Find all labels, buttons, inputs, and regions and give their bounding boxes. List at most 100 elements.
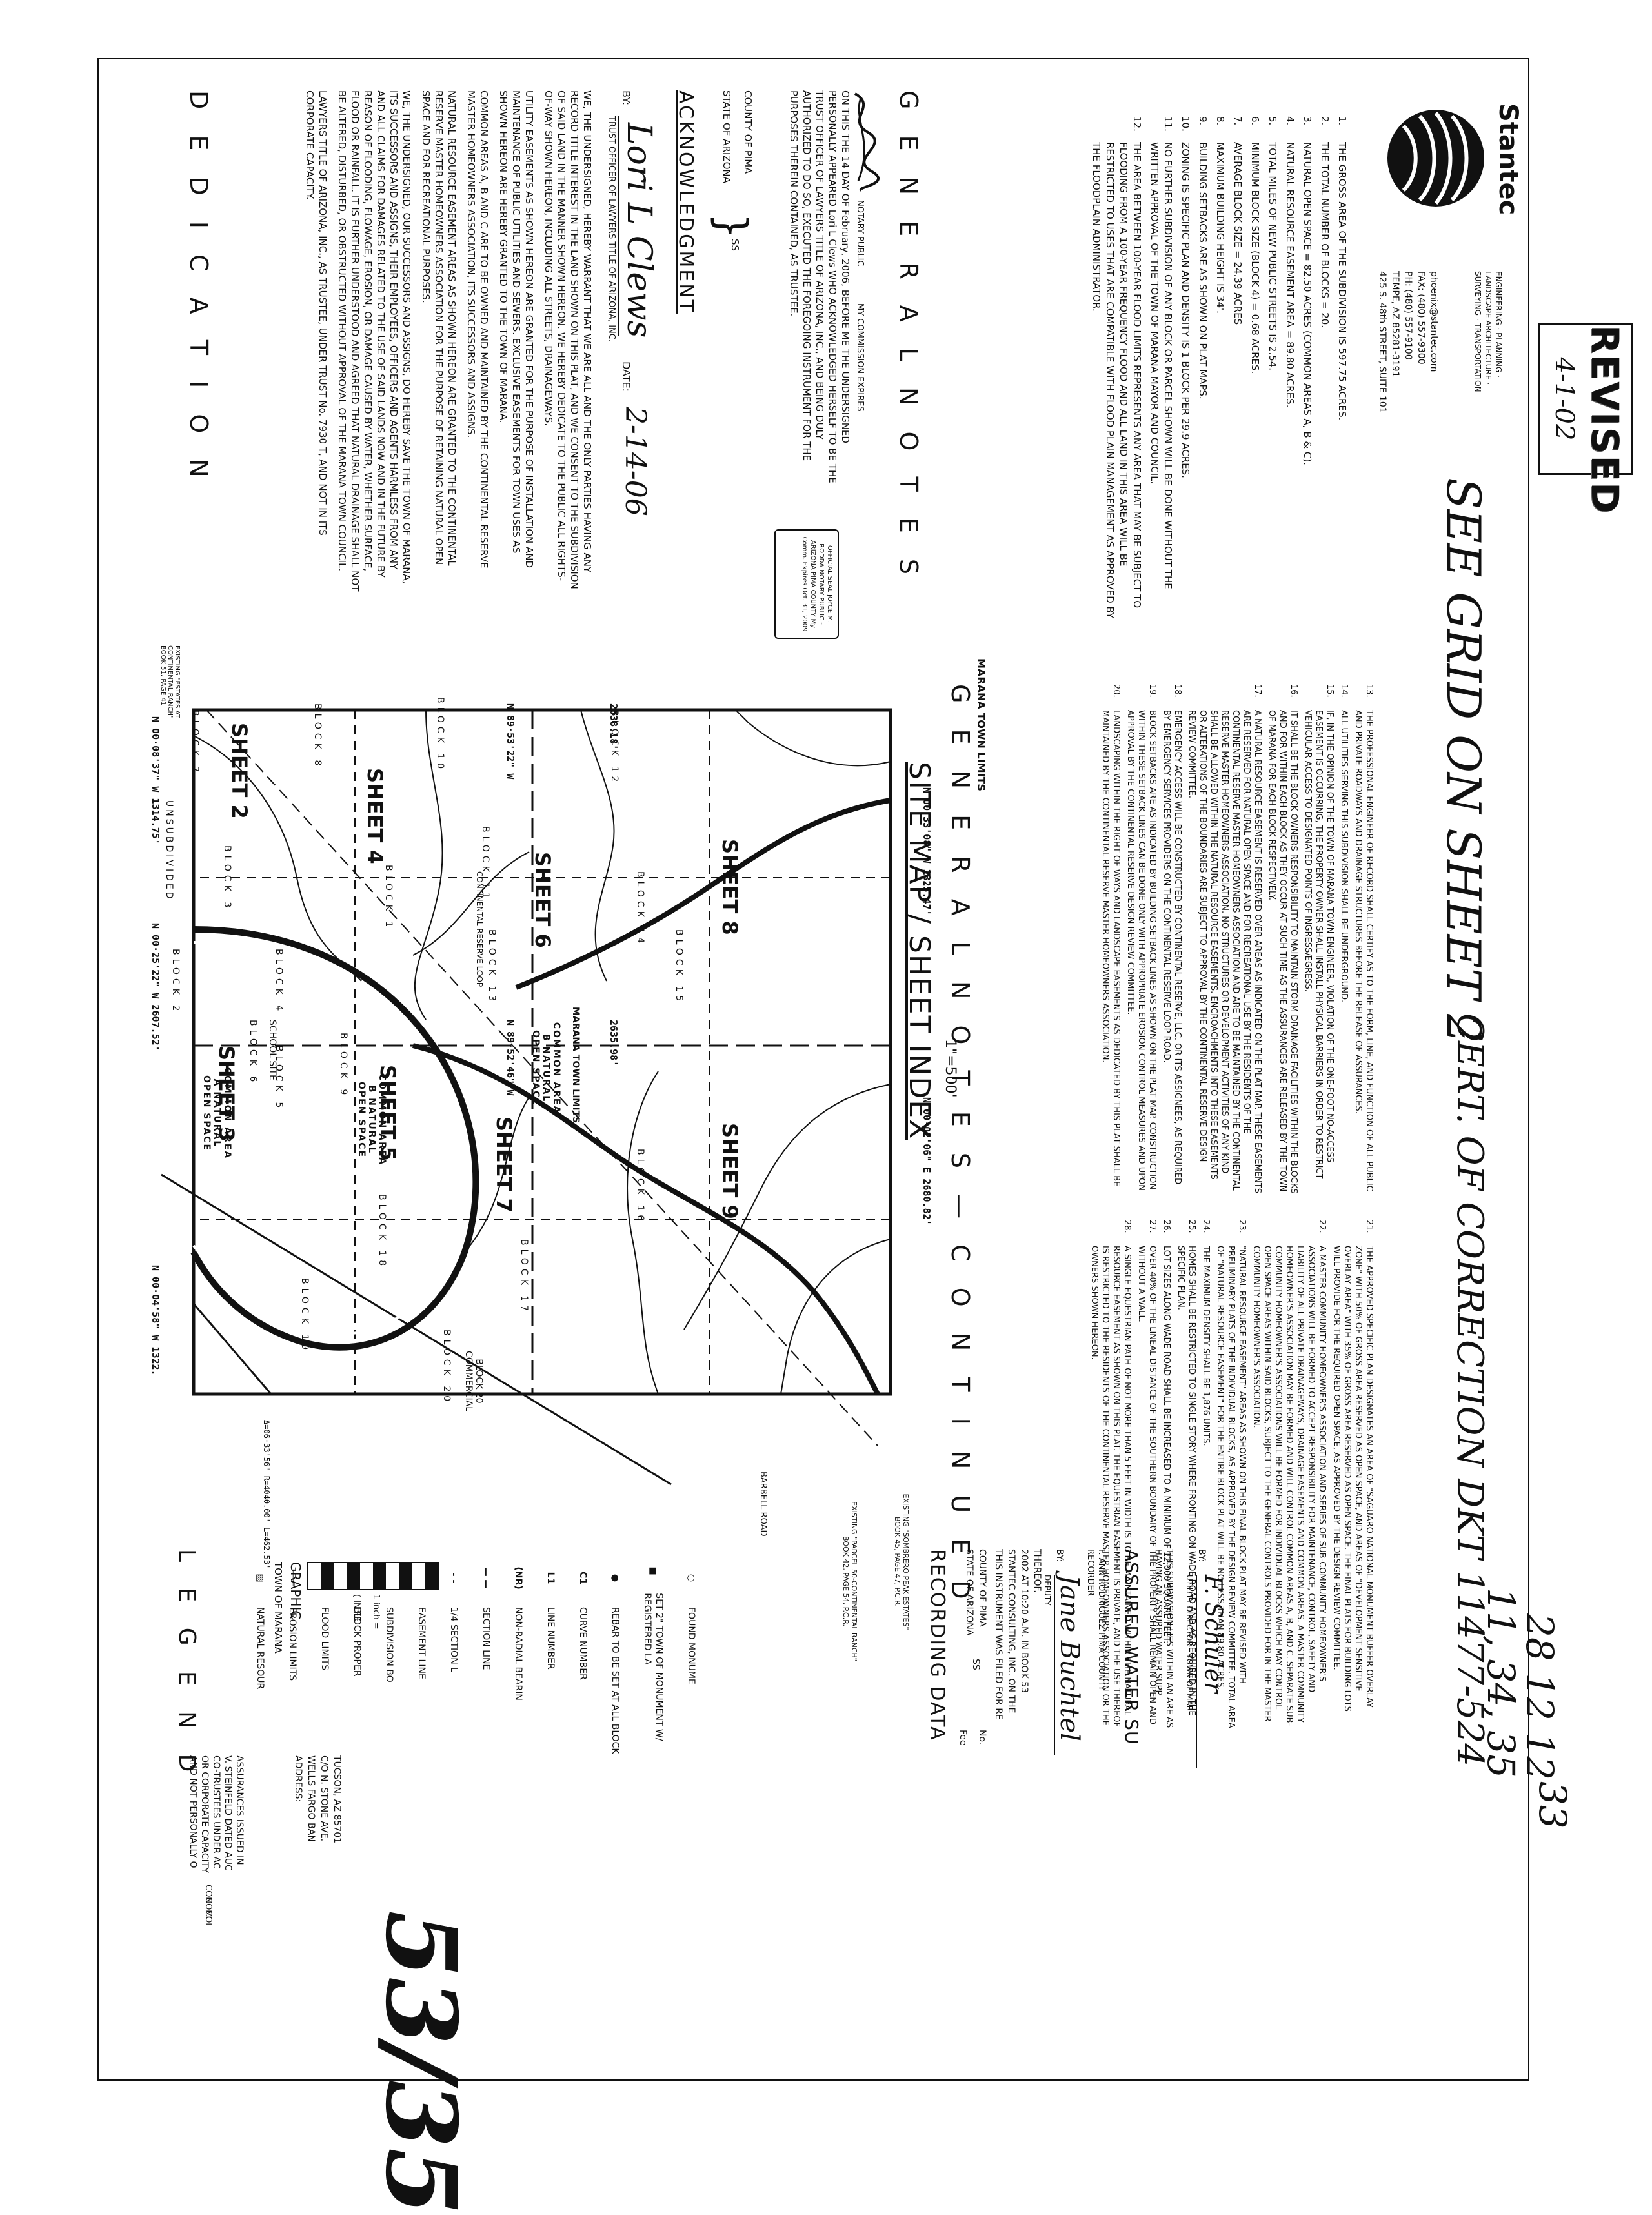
legend-item: ●REBAR TO BE SET AT ALL BLOCK <box>609 1549 621 1762</box>
trustee-address-3: TUCSON, AZ 85701 <box>332 1755 342 1844</box>
legend-label: FLOOD LIMITS <box>319 1607 330 1671</box>
legend-symbol: ■ <box>648 1566 658 1575</box>
recording-thereof: THEREOF. <box>1032 1549 1042 1593</box>
recording-refs-1: 11, 34, 35 <box>1479 1588 1523 1779</box>
see-grid-note: SEE GRID ON SHEET 2 <box>1436 478 1491 1044</box>
note-number: 1. <box>1336 116 1348 126</box>
block-8-label: BLOCK 8 <box>312 703 323 770</box>
dedication-paragraph: LAWYERS TITLE OF ARIZONA, INC., AS TRUST… <box>304 90 328 536</box>
curve-data: Δ=06·33'56" R=4040.00' L=462.53' <box>262 1420 271 1570</box>
firm-services: ENGINEERING · PLANNING · LANDSCAPE ARCHI… <box>1473 271 1503 392</box>
block-16-label: BLOCK 16 <box>635 1149 645 1225</box>
general-note: 8.MAXIMUM BUILDING HEIGHT IS 34'. <box>1213 116 1227 620</box>
legend-symbol: (NR) <box>513 1566 523 1590</box>
general-note: 12.THE AREA BETWEEN 100-YEAR FLOOD LIMIT… <box>1089 116 1143 620</box>
dedication-date-label: DATE: <box>620 361 632 392</box>
firm-web: phoenix@stantec.com <box>1429 271 1439 372</box>
general-note: 2.THE TOTAL NUMBER OF BLOCKS = 20. <box>1318 116 1331 620</box>
wash-line <box>683 1084 891 1330</box>
note-text: THE MAXIMUM DENSITY SHALL BE 1,876 UNITS… <box>1201 1246 1211 1446</box>
note-number: 27. <box>1147 1220 1157 1233</box>
recording-fee: Fee <box>958 1730 968 1746</box>
stantec-logo <box>1362 90 1491 226</box>
note-number: 25. <box>1187 1220 1196 1233</box>
legend-label: CURVE NUMBER <box>578 1607 588 1680</box>
note-number: 16. <box>1289 684 1298 698</box>
legend-label: NATURAL RESOUR <box>255 1607 265 1690</box>
water-supply-signature-line <box>1196 1575 1197 1768</box>
marana-town-limits-mid: MARANA TOWN LIMITS <box>570 1007 581 1124</box>
note-text: NATURAL OPEN SPACE = 82.50 ACRES (COMMON… <box>1302 142 1313 465</box>
note-number: 23. <box>1237 1220 1247 1233</box>
block-10-label: BLOCK 10 <box>435 697 445 773</box>
diagonal-easement-line <box>206 709 878 1446</box>
sheet-7-label: SHEET 7 <box>492 1117 516 1213</box>
trustee-line: OR CORPORATE CAPACITY <box>199 1755 210 1873</box>
note-number: 17. <box>1253 684 1262 698</box>
general-note: 11.NO FURTHER SUBDIVISION OF ANY BLOCK O… <box>1147 116 1174 620</box>
recording-ss: SS <box>971 1659 981 1670</box>
side-bearing-mid: N 89·52'46" W <box>505 1020 516 1096</box>
top-bearing-1: N 00·08'37" W 1314.75' <box>150 716 161 845</box>
recording-by: BY: <box>1054 1549 1065 1563</box>
stantec-name: Stantec <box>1493 103 1523 216</box>
general-note: 15.IF, IN THE OPINION OF THE TOWN OF MAR… <box>1302 684 1335 1194</box>
continental-reserve-loop-road-inner <box>192 941 465 1336</box>
sheet-4-label: SHEET 4 <box>363 768 387 864</box>
note-text: BUILDING SETBACKS ARE AS SHOWN ON PLAT M… <box>1197 142 1209 400</box>
side-distance-mid: 2635.98' <box>608 1020 620 1067</box>
note-text: MINIMUM BLOCK SIZE (BLOCK 4) = 0.68 ACRE… <box>1249 142 1261 374</box>
subdivision-boundary <box>192 708 892 1396</box>
note-text: THE PROFESSIONAL ENGINEER OF RECORD SHAL… <box>1353 710 1374 1191</box>
note-number: 8. <box>1214 116 1226 126</box>
note-number: 19. <box>1147 684 1157 698</box>
dedication-paragraph: NATURAL RESOURCE EASEMENT AREAS AS SHOWN… <box>420 90 458 566</box>
legend-label: SET 2" TOWN OF MONUMENT W/ REGISTERED LA <box>642 1593 664 1741</box>
graphic-scale-label: GRAPHIC <box>288 1562 303 1620</box>
water-supply-signature: F. Schuler <box>1200 1575 1226 1694</box>
note-text: EMERGENCY ACCESS WILL BE CONSTRUCTED BY … <box>1162 710 1182 1185</box>
dedication-date-value: 2-14-06 <box>619 407 652 516</box>
note-text: THE AREA BETWEEN 100-YEAR FLOOD LIMITS R… <box>1091 142 1143 619</box>
block-3-label: BLOCK 3 <box>222 845 232 912</box>
legend-item: ■ SET 2" TOWN OF MONUMENT W/ REGISTERED L… <box>641 1549 665 1762</box>
acknowledgment-heading: ACKNOWLEDGMENT <box>674 90 697 314</box>
general-note: 13.THE PROFESSIONAL ENGINEER OF RECORD S… <box>1353 684 1375 1194</box>
legend-symbol: ○ <box>686 1573 696 1583</box>
note-text: THE APPROVED SPECIFIC PLAN DESIGNATES AN… <box>1331 1246 1374 1712</box>
general-note: 20.LANDSCAPING WITHIN THE RIGHT OF WAYS … <box>1100 684 1122 1194</box>
block-20-label: BLOCK 20 <box>441 1330 452 1406</box>
commission-label: MY COMMISSION EXPIRES <box>855 303 865 412</box>
legend-item: — —SECTION LINE <box>480 1549 492 1762</box>
site-map-scale: 1"=500' <box>942 1039 958 1098</box>
existing-parcel-50: EXISTING "PARCEL 50-CONTINENTAL RANCH" B… <box>841 1501 858 1661</box>
legend-symbol: — — <box>481 1567 491 1589</box>
wash-line <box>412 851 530 956</box>
note-number: 6. <box>1249 116 1261 126</box>
wash-line <box>580 709 615 982</box>
general-notes-list: 1.THE GROSS AREA OF THE SUBDIVISION IS 5… <box>936 116 1349 620</box>
general-note: 9.BUILDING SETBACKS ARE AS SHOWN ON PLAT… <box>1196 116 1209 620</box>
sheet-8-label: SHEET 8 <box>718 839 742 935</box>
marana-town-limits-top: MARANA TOWN LIMITS <box>975 658 987 791</box>
dedication-trust-officer: TRUST OFFICER OF LAWYERS TITLE OF ARIZON… <box>607 116 616 342</box>
note-text: ZONING IS SPECIFIC PLAN AND DENSITY IS 1… <box>1180 142 1191 478</box>
firm-phone: PH: (480) 557-9100 <box>1403 271 1413 360</box>
dedication-signature-line <box>618 116 620 336</box>
block-9-label: BLOCK 9 <box>338 1033 348 1099</box>
general-note: 22.A MASTER COMMUNITY HOMEOWNER'S ASSOCI… <box>1251 1220 1327 1730</box>
block-4-label: BLOCK 4 <box>274 949 284 1015</box>
common-area-a-label: COMMON AREA A NATURAL OPEN SPACE <box>201 1067 232 1160</box>
legend-item: ○FOUND MONUME <box>685 1549 697 1762</box>
notary-label: NOTARY PUBLIC <box>855 200 865 267</box>
legend-item: - -1/4 SECTION L <box>448 1549 459 1762</box>
trustee-address-2: C/O N. STONE AVE. <box>319 1755 329 1842</box>
revised-stamp: REVISED 4-1-02 <box>1538 323 1633 514</box>
water-supply-utility: UTILITY DIRECTOR - TOWN OF MAR <box>1185 1575 1194 1711</box>
ack-brace: } <box>707 213 755 239</box>
note-text: A NATURAL RESOURCE EASEMENT IS RESERVED … <box>1187 710 1262 1193</box>
general-note: 1.THE GROSS AREA OF THE SUBDIVISION IS 5… <box>1335 116 1349 620</box>
